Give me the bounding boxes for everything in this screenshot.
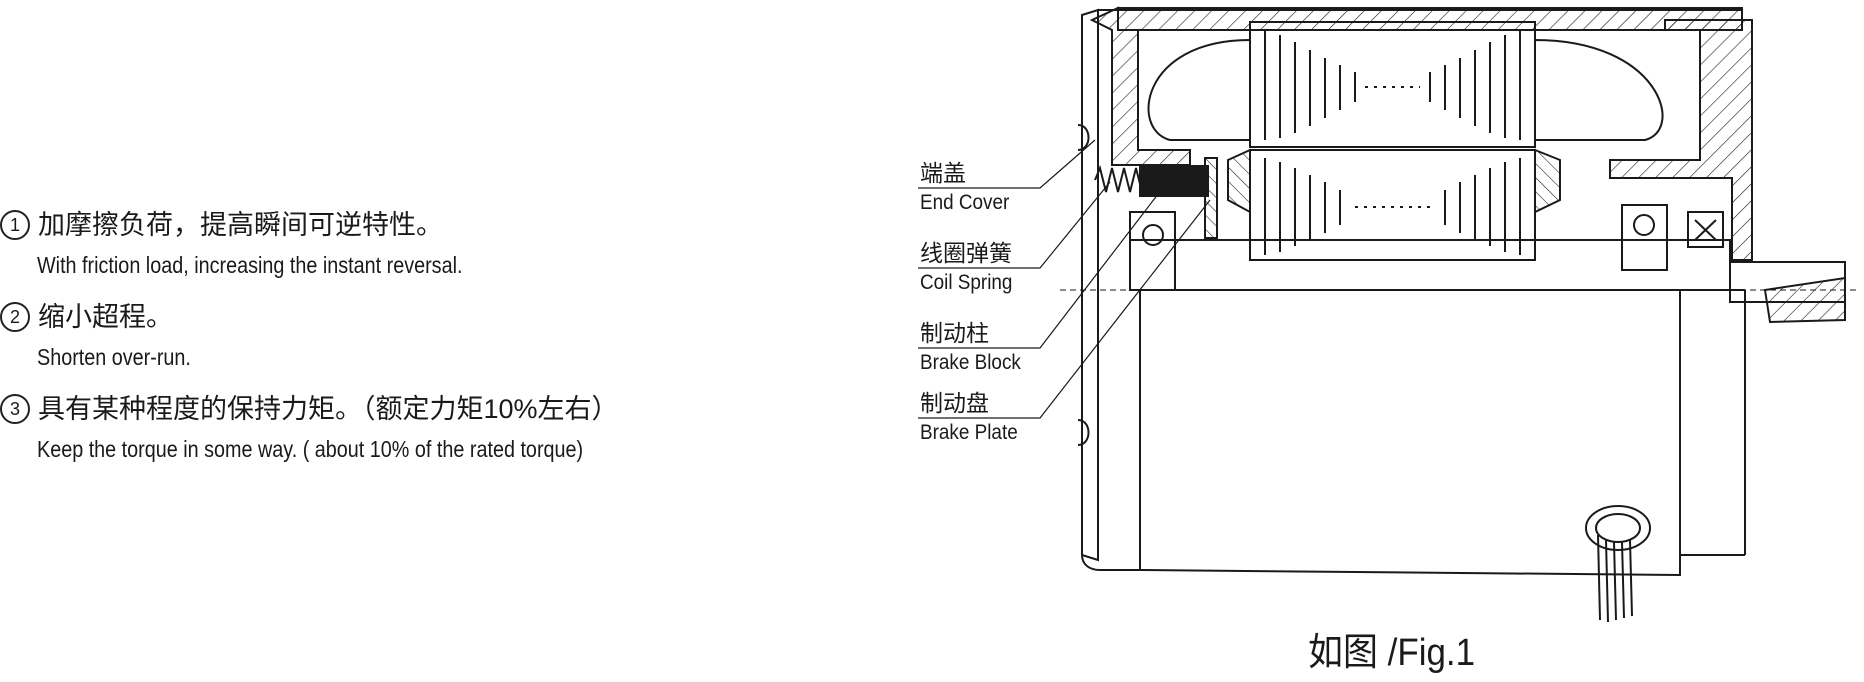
stator-core-upper (1249, 21, 1536, 148)
feature-item-1: 1 加摩擦负荷，提高瞬间可逆特性。 With friction load, in… (0, 205, 760, 297)
callout-brake-block-en: Brake Block (920, 351, 1021, 374)
figure-caption: 如图 /Fig.1 (1308, 632, 1476, 674)
screw-upper (1077, 124, 1090, 151)
screw-lower (1077, 419, 1090, 446)
end-cover-plate (1081, 8, 1099, 562)
bearing-right (1621, 204, 1668, 271)
bearing-left-ball (1142, 224, 1164, 246)
feature-2-chinese: 缩小超程。 (38, 302, 173, 332)
winding-upper-left (1147, 38, 1251, 141)
callout-coil-spring-zh: 线圈弹簧 (920, 240, 1012, 266)
feature-item-3: 3 具有某种程度的保持力矩。（额定力矩10%左右） Keep the torqu… (0, 389, 760, 481)
shaft-key (1763, 276, 1846, 324)
cable-gland-inner (1595, 513, 1641, 543)
callout-brake-plate-zh: 制动盘 (920, 390, 989, 416)
circled-number-3: 3 (0, 394, 30, 424)
feature-item-2: 2 缩小超程。 Shorten over-run. (0, 297, 760, 389)
winding-upper-right (1534, 38, 1664, 141)
rotor-core (1249, 149, 1536, 261)
coil-spring (1094, 164, 1143, 193)
brake-block (1139, 165, 1209, 197)
rotor-wedge-right (1534, 148, 1561, 214)
circled-number-1: 1 (0, 210, 30, 240)
leader-brake-block (918, 184, 1166, 349)
feature-3-english: Keep the torque in some way. ( about 10%… (37, 436, 584, 462)
top-housing (1117, 7, 1743, 31)
feature-list: 1 加摩擦负荷，提高瞬间可逆特性。 With friction load, in… (0, 205, 760, 481)
stator-center-dots (1355, 86, 1430, 208)
callout-end-cover-zh: 端盖 (920, 160, 966, 186)
end-cover-right (1609, 19, 1753, 261)
callout-brake-plate: 制动盘 Brake Plate (920, 388, 1029, 448)
end-cover-left (1089, 6, 1191, 166)
bearing-right-ball (1633, 214, 1655, 236)
motor-body-frame (1139, 290, 1681, 577)
callout-brake-plate-en: Brake Plate (920, 421, 1018, 444)
feature-2-english: Shorten over-run. (37, 344, 191, 370)
callout-coil-spring: 线圈弹簧 Coil Spring (920, 238, 1023, 298)
feature-1-chinese: 加摩擦负荷，提高瞬间可逆特性。 (38, 210, 443, 240)
feature-3-chinese: 具有某种程度的保持力矩。（额定力矩10%左右） (38, 394, 619, 424)
motor-lower-body (1081, 290, 1141, 571)
cable-gland-outer (1585, 505, 1651, 551)
callout-brake-block: 制动柱 Brake Block (920, 318, 1032, 378)
stator-laminations (1264, 30, 1521, 255)
bearing-right-seal (1687, 211, 1724, 248)
feature-1-english: With friction load, increasing the insta… (37, 252, 463, 278)
callout-end-cover: 端盖 End Cover (920, 158, 1019, 218)
leader-brake-plate (918, 199, 1211, 419)
callout-end-cover-en: End Cover (920, 191, 1010, 214)
bearing-left (1129, 211, 1176, 291)
rotor-wedge-left (1227, 148, 1251, 214)
callout-brake-block-zh: 制动柱 (920, 320, 989, 346)
leader-coil-spring (918, 181, 1111, 269)
leader-end-cover (918, 139, 1096, 189)
shaft (1129, 239, 1731, 291)
circled-number-2: 2 (0, 302, 30, 332)
callout-coil-spring-en: Coil Spring (920, 271, 1013, 294)
